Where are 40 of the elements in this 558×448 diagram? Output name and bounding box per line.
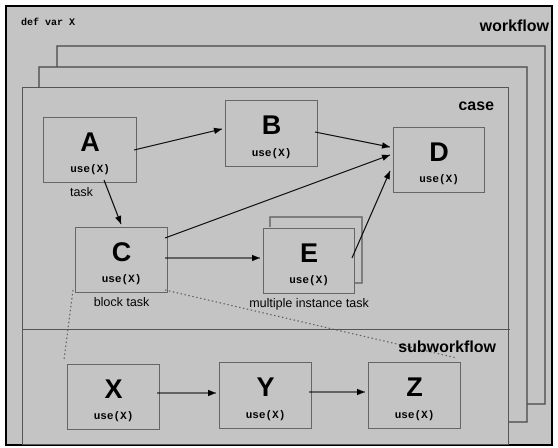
- heading: case: [458, 97, 494, 115]
- dotted-line: [63, 290, 74, 360]
- task-letter: Z: [405, 372, 424, 402]
- heading: subworkflow: [398, 339, 496, 357]
- task-letter: C: [110, 237, 132, 267]
- code-label: use(X): [288, 275, 330, 288]
- task-letter: B: [260, 110, 282, 140]
- task-caption: task: [70, 185, 93, 199]
- code-label: use(X): [394, 410, 436, 423]
- task-letter: X: [103, 374, 124, 404]
- arrow: [157, 390, 216, 396]
- arrow: [314, 131, 390, 149]
- dotted-line: [164, 289, 458, 359]
- task-letter: D: [428, 137, 450, 167]
- arrow: [352, 170, 390, 258]
- code-label: use(X): [92, 411, 134, 424]
- code-label: use(X): [100, 274, 142, 287]
- task-caption: multiple instance task: [249, 296, 369, 310]
- task-box: [225, 100, 318, 167]
- task-box: [368, 362, 461, 429]
- task-box: [219, 362, 312, 429]
- arrow: [309, 388, 365, 396]
- task-box: [393, 127, 485, 193]
- task-letter: Y: [255, 372, 276, 402]
- code-label: use(X): [244, 410, 286, 423]
- code-label: use(X): [418, 174, 460, 187]
- code-label: use(X): [69, 164, 111, 177]
- task-letter: A: [79, 127, 101, 157]
- task-letter: E: [298, 238, 319, 268]
- task-caption: block task: [94, 295, 150, 309]
- case-box: [22, 87, 509, 445]
- code-label: use(X): [250, 148, 292, 161]
- heading: workflow: [480, 18, 549, 36]
- arrow: [103, 180, 122, 224]
- arrow: [165, 254, 260, 262]
- task-box: [67, 364, 160, 430]
- workflow-frame: [5, 5, 553, 446]
- code-label: def var X: [21, 17, 76, 30]
- arrow: [134, 128, 222, 151]
- arrow: [164, 154, 390, 239]
